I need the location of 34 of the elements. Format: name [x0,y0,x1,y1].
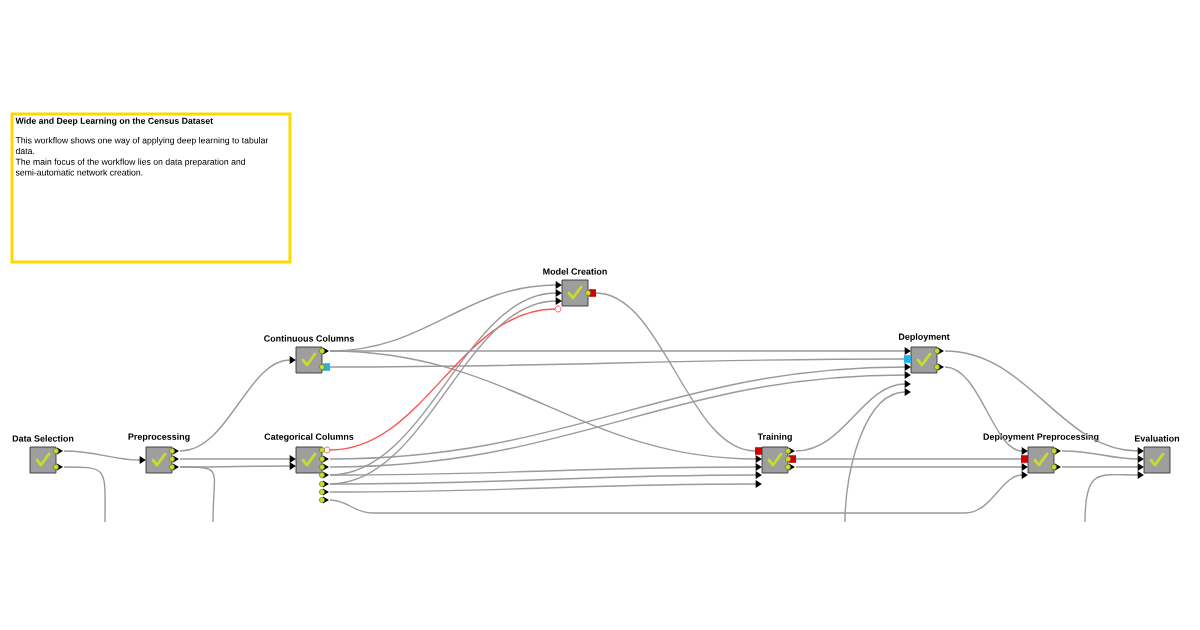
node-title: Categorical Columns [264,433,354,442]
node-title: Deployment [898,333,950,342]
connector [1084,471,1144,523]
node-title: Preprocessing [128,433,190,442]
connector [844,388,911,523]
connector [179,356,296,452]
connector [179,466,216,523]
node-title: Deployment Preprocessing [983,433,1099,442]
connector [329,308,556,451]
connector [795,380,911,452]
connector [329,363,911,460]
connector [944,350,1144,455]
node-title: Data Selection [12,435,74,442]
annotation-box: Wide and Deep Learning on the Census Dataset This workflow shows one way of applying deep learning to tabular data. The main focus of the workflow lies on data preparation and semi-automatic network creation. [10,112,292,264]
connector [329,371,911,468]
node-title: Evaluation [1134,435,1180,442]
connector [329,350,762,463]
connector [63,450,146,464]
connector [795,458,1022,460]
connector [329,471,762,485]
connector [179,455,296,463]
connector [1061,463,1144,471]
node-title: Training [757,433,792,442]
connector [329,358,905,368]
connector [795,463,1028,471]
connector [329,471,1028,514]
node-title: Continuous Columns [264,335,354,342]
connector [944,366,1028,455]
connector [1061,450,1144,463]
connector [329,480,762,493]
connector [329,463,762,476]
node-title: Model Creation [543,268,607,275]
connector [63,466,106,523]
connector [595,292,756,452]
